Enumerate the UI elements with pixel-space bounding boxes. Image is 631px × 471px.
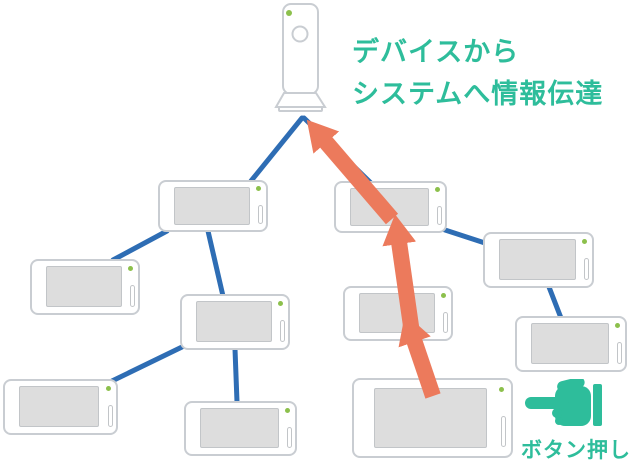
link-phone3-phone5 — [232, 346, 240, 405]
led-indicator — [128, 265, 134, 271]
led-indicator — [441, 292, 447, 298]
led-indicator — [285, 407, 291, 413]
led-indicator — [256, 186, 262, 192]
side-button — [107, 405, 113, 427]
hand-index-finger — [525, 397, 569, 409]
diagram-title-line2: システムへ情報伝達 — [352, 78, 604, 109]
hand-cuff — [593, 384, 602, 426]
led-indicator — [435, 187, 441, 193]
side-button — [583, 258, 589, 280]
device-screen — [498, 239, 576, 281]
led-indicator — [582, 238, 588, 244]
hand-fist — [555, 386, 591, 426]
side-button — [501, 415, 507, 447]
button-press-caption: ボタン押し — [521, 439, 631, 462]
tower-button — [291, 25, 309, 43]
tower-base — [274, 92, 327, 108]
tower-led — [286, 10, 292, 16]
led-indicator — [498, 386, 504, 392]
hand-knuckle — [552, 408, 562, 418]
link-phone7-phone8 — [546, 284, 564, 321]
left-pointing-hand-icon — [525, 379, 602, 426]
side-button — [442, 311, 448, 333]
link-phone1-phone2 — [110, 228, 170, 263]
gateway-tower-icon — [274, 3, 327, 112]
side-button — [436, 205, 442, 226]
hand-knuckle — [555, 417, 563, 425]
device-screen — [45, 266, 123, 308]
side-button — [286, 426, 292, 448]
device-screen — [350, 187, 429, 226]
led-indicator — [106, 385, 112, 391]
mobile-device-10-source — [352, 378, 513, 458]
mobile-device-1 — [158, 180, 268, 232]
link-phone6-phone7 — [439, 226, 491, 247]
side-button — [616, 342, 622, 364]
device-screen — [173, 186, 251, 225]
diagram-title: デバイスから システムへ情報伝達 — [352, 32, 631, 116]
device-screen — [358, 293, 436, 334]
tower-body — [282, 3, 319, 95]
side-button — [279, 320, 285, 342]
device-screen — [19, 386, 100, 428]
tower-base-lip — [278, 106, 323, 112]
device-screen — [200, 408, 279, 449]
led-indicator — [615, 322, 621, 328]
device-screen — [531, 323, 609, 365]
led-indicator — [278, 300, 284, 306]
link-tower-phone1 — [248, 115, 305, 184]
diagram-title-line1: デバイスから — [352, 37, 520, 67]
link-phone1-phone3 — [205, 228, 226, 299]
link-phone3-phone4 — [109, 344, 185, 384]
mobile-device-4 — [3, 379, 118, 435]
mobile-device-8 — [515, 316, 627, 372]
device-screen — [195, 301, 273, 343]
mobile-device-6 — [334, 181, 447, 233]
side-button — [257, 204, 263, 225]
mobile-device-5 — [184, 401, 297, 456]
mobile-device-9 — [343, 286, 453, 341]
side-button — [129, 285, 135, 307]
hand-thumb — [557, 379, 585, 393]
mobile-device-7 — [483, 232, 594, 288]
link-tower-phone6 — [301, 115, 375, 187]
mobile-device-2 — [30, 259, 140, 315]
mobile-device-3 — [180, 294, 290, 350]
device-screen — [374, 387, 488, 448]
